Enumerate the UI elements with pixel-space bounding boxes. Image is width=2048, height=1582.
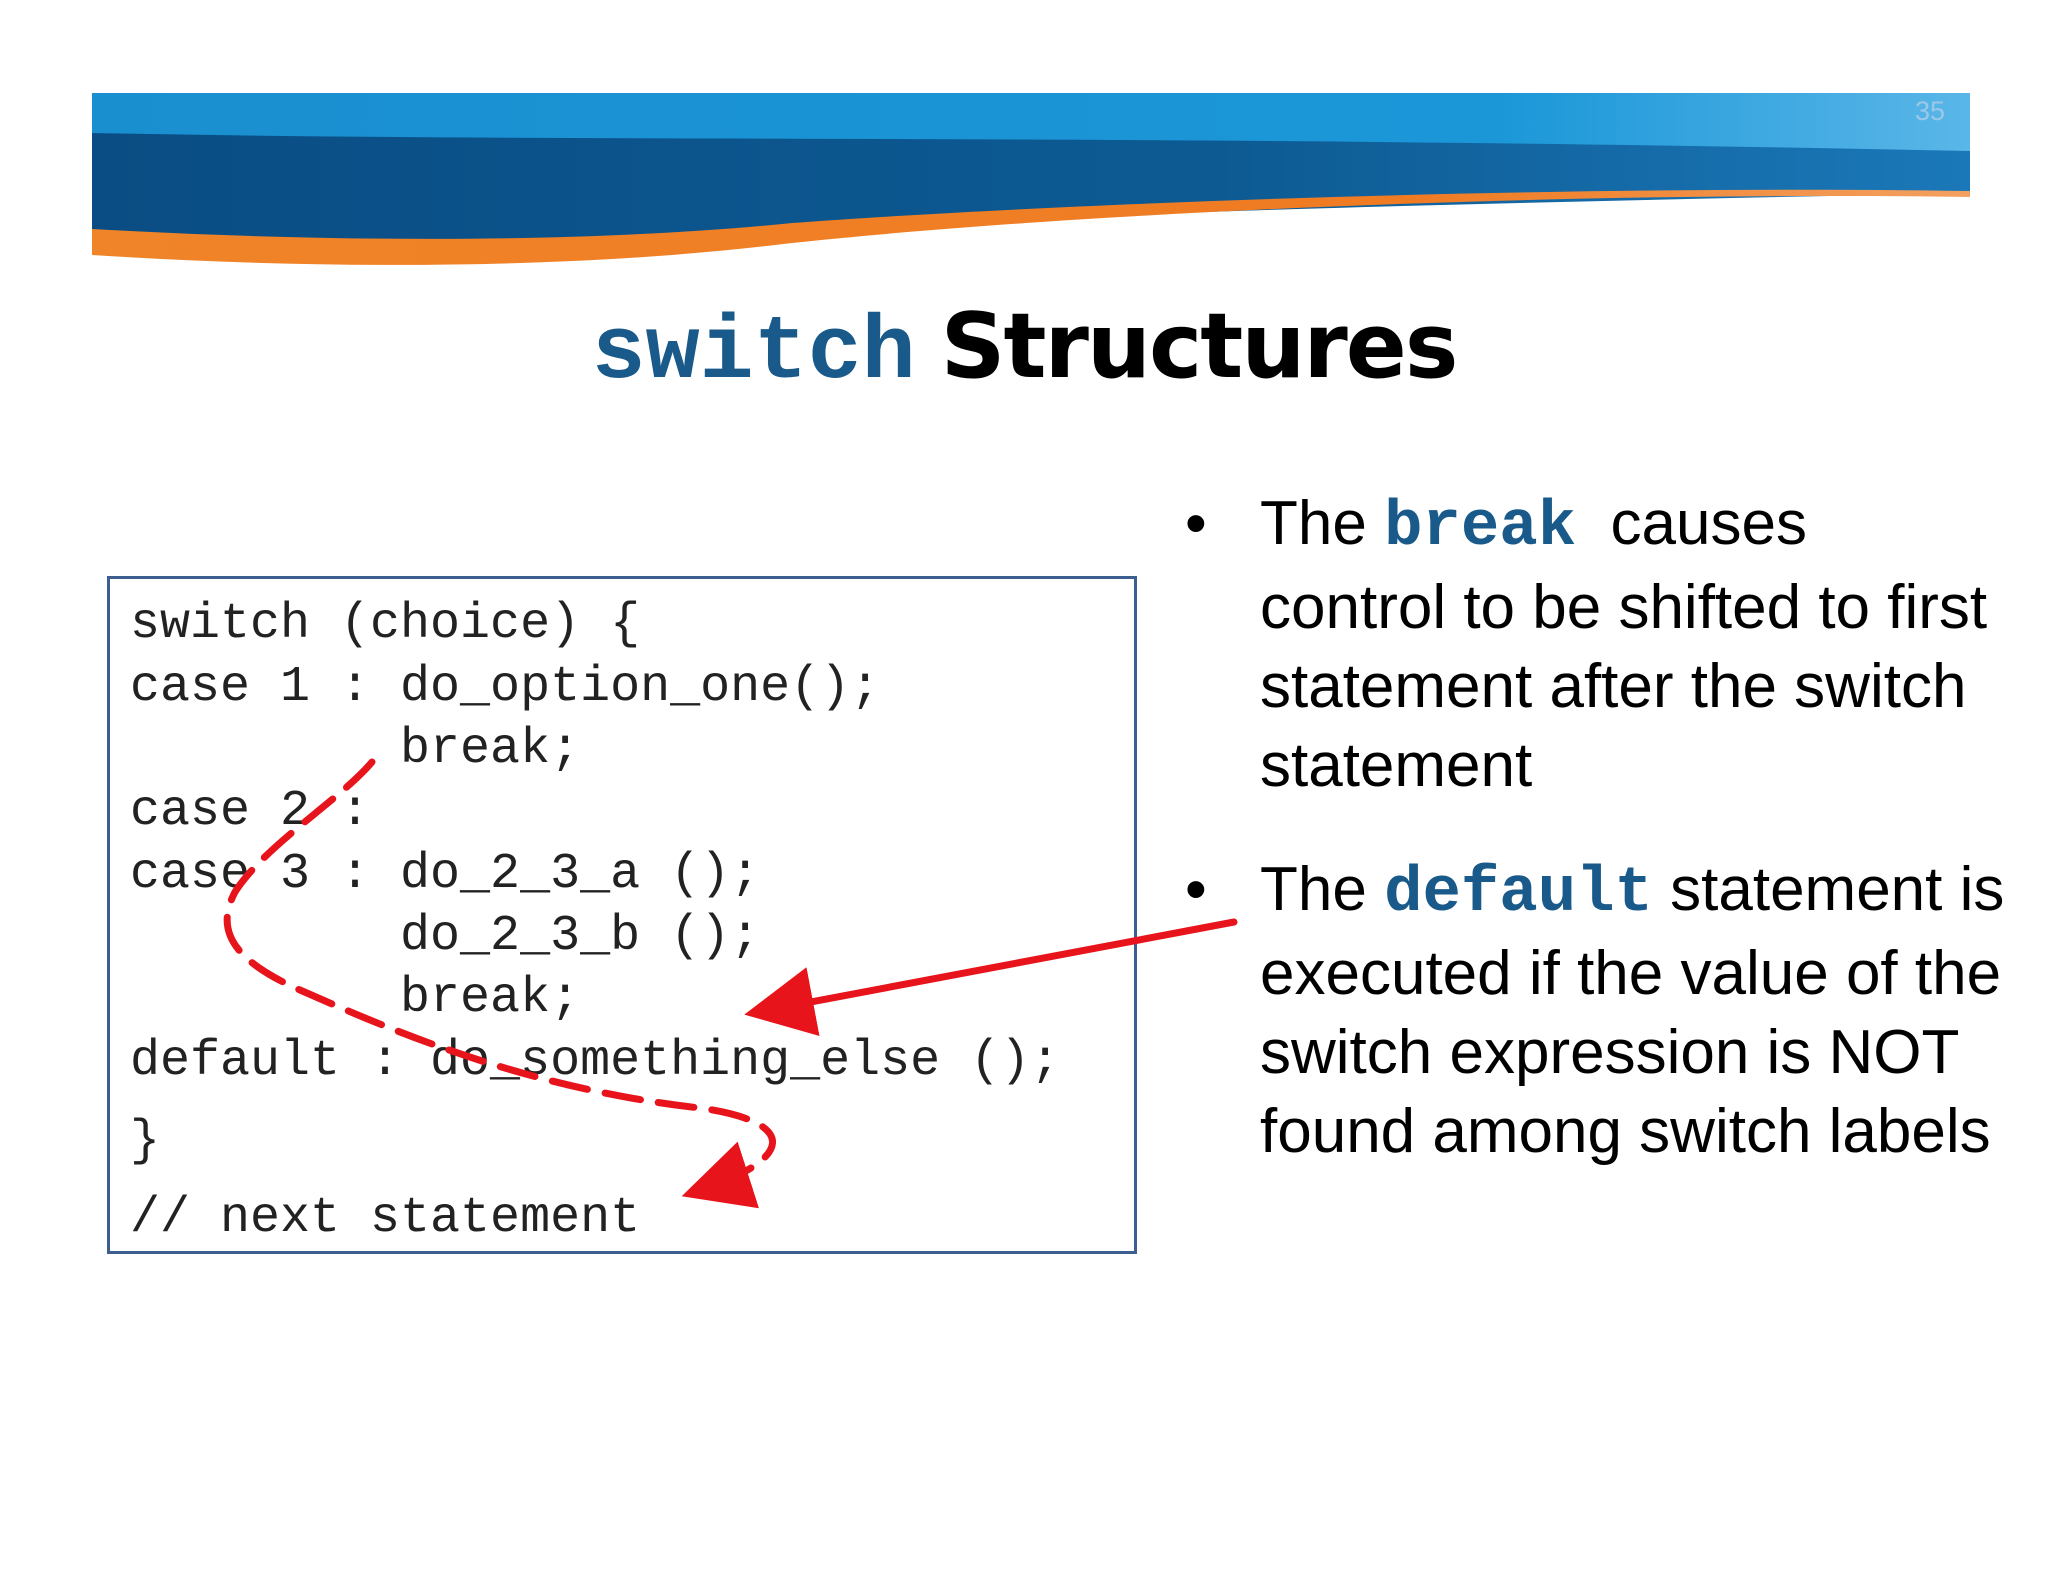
keyword-default: default: [1384, 858, 1653, 930]
bullet-text-lead: The: [1260, 489, 1385, 558]
title-keyword: switch: [591, 303, 916, 405]
code-line: break;: [130, 721, 581, 778]
bullet-break: • The break causes control to be shifted…: [1185, 484, 2005, 805]
page-number: 35: [1914, 96, 1946, 126]
code-line: default : do_something_else ();: [130, 1033, 1061, 1090]
code-line: do_2_3_b ();: [130, 908, 761, 965]
bullet-marker: •: [1185, 489, 1207, 558]
header-banner: [92, 93, 1970, 265]
code-box: switch (choice) { case 1 : do_option_one…: [107, 576, 1137, 1254]
bullet-text-lead: The: [1260, 855, 1385, 924]
bullet-list: • The break causes control to be shifted…: [1185, 484, 2005, 1171]
code-line: case 3 : do_2_3_a ();: [130, 846, 761, 903]
bullet-marker: •: [1185, 855, 1207, 924]
title-text: Structures: [940, 294, 1459, 399]
code-line: switch (choice) {: [130, 596, 641, 653]
keyword-break: break: [1384, 492, 1577, 564]
bullet-default: • The default statement is executed if t…: [1185, 850, 2005, 1171]
code-line: // next statement: [130, 1190, 641, 1247]
code-line: }: [130, 1113, 161, 1170]
bullet-text-body: statement is executed if the value of th…: [1260, 855, 2005, 1166]
code-line: case 1 : do_option_one();: [130, 659, 881, 716]
bullet-text-body: causes control to be shifted to first st…: [1260, 489, 2005, 800]
slide-title: switch Structures: [0, 282, 2048, 419]
code-line: break;: [130, 970, 581, 1027]
code-line: case 2 :: [130, 783, 371, 840]
